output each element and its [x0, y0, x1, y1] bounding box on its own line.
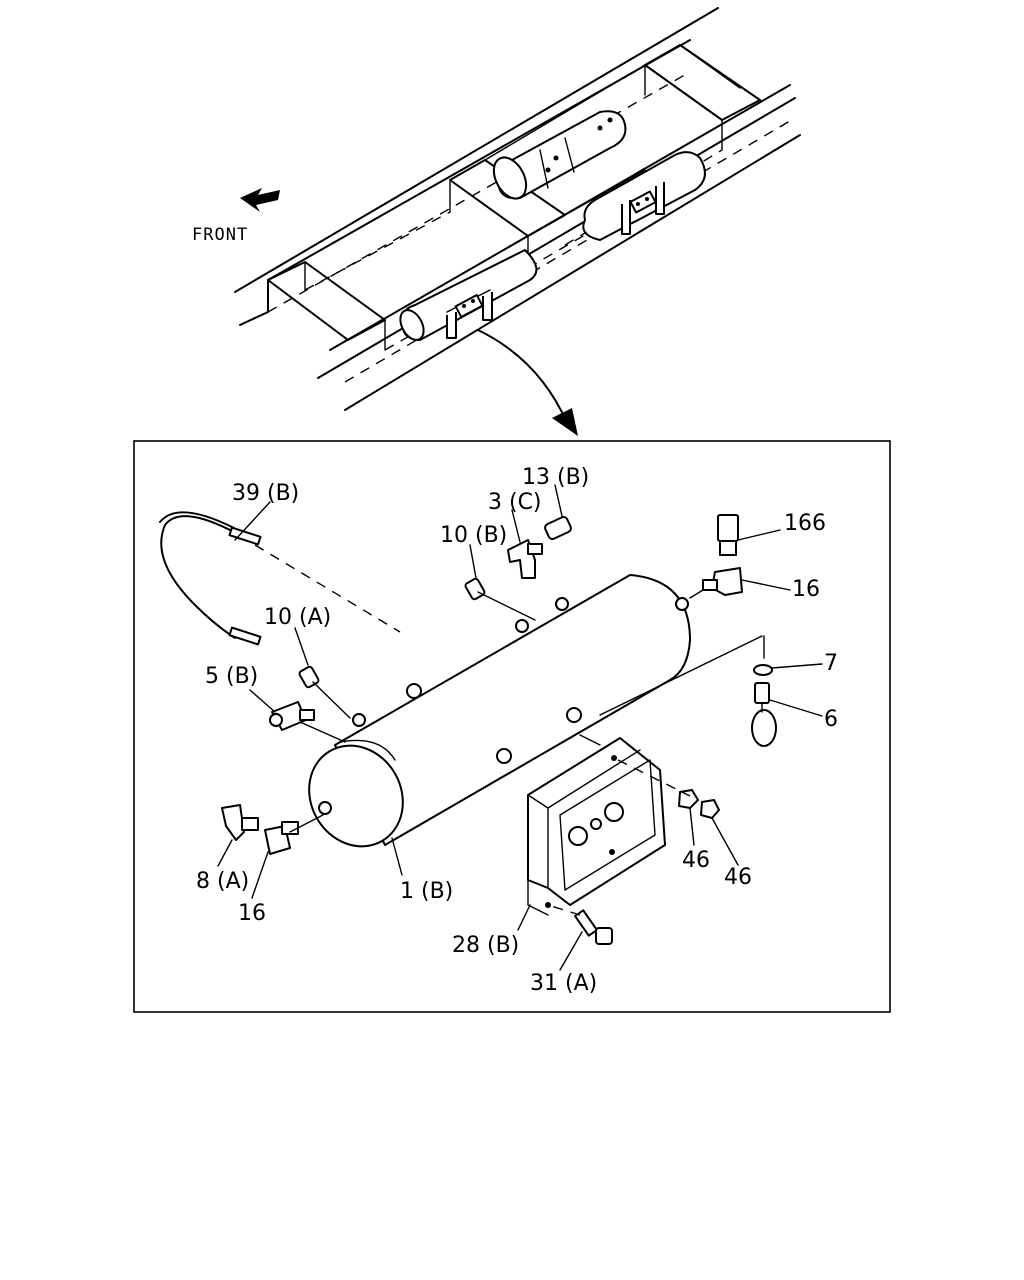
tee-fitting-5b	[269, 701, 315, 731]
callout-10a: 10 (A)	[264, 605, 331, 630]
callout-13b: 13 (B)	[522, 465, 589, 490]
elbow-8a	[221, 804, 259, 841]
callout-28b: 28 (B)	[452, 933, 519, 958]
callout-16-right: 16	[792, 577, 820, 602]
callout-3c: 3 (C)	[488, 490, 542, 515]
nut-46-right	[700, 799, 720, 819]
chassis-frame-overview	[234, 7, 801, 411]
overview-tank-rear-right	[582, 151, 706, 241]
front-arrow-icon	[240, 188, 280, 212]
elbow-16-left	[264, 821, 299, 855]
callout-10b: 10 (B)	[440, 523, 507, 548]
assembly-guides	[254, 544, 765, 916]
drain-valve-6	[751, 682, 777, 747]
callout-6: 6	[824, 707, 838, 732]
callout-46-left: 46	[682, 848, 710, 873]
callout-39b: 39 (B)	[232, 481, 299, 506]
callout-labels: 39 (B) 13 (B) 3 (C) 10 (B) 166 16 10 (A)…	[196, 465, 838, 996]
detail-view-frame	[133, 440, 891, 1013]
mounting-bracket	[527, 737, 666, 916]
callout-31a: 31 (A)	[530, 971, 597, 996]
callout-1b: 1 (B)	[400, 879, 453, 904]
callout-16-left: 16	[238, 901, 266, 926]
callout-5b: 5 (B)	[205, 664, 258, 689]
callout-8a: 8 (A)	[196, 869, 249, 894]
bolt-31a	[574, 909, 613, 945]
callout-leaders	[217, 484, 823, 971]
front-direction-label: FRONT	[192, 225, 248, 245]
detail-leader-curve	[477, 329, 569, 426]
elbow-16-right	[702, 567, 743, 596]
flex-hose	[159, 511, 262, 646]
valve-166	[717, 514, 739, 556]
callout-166: 166	[784, 511, 826, 536]
callout-7: 7	[824, 651, 838, 676]
overview-tank-front	[399, 249, 538, 341]
fitting-10b	[464, 577, 486, 601]
connector-13b	[544, 515, 572, 541]
callout-46-right: 46	[724, 865, 752, 890]
elbow-3c	[507, 539, 543, 579]
air-tank	[308, 574, 691, 848]
washer-7	[753, 664, 773, 676]
nut-46-left	[678, 789, 699, 809]
overview-tank-rear-left	[492, 110, 627, 200]
